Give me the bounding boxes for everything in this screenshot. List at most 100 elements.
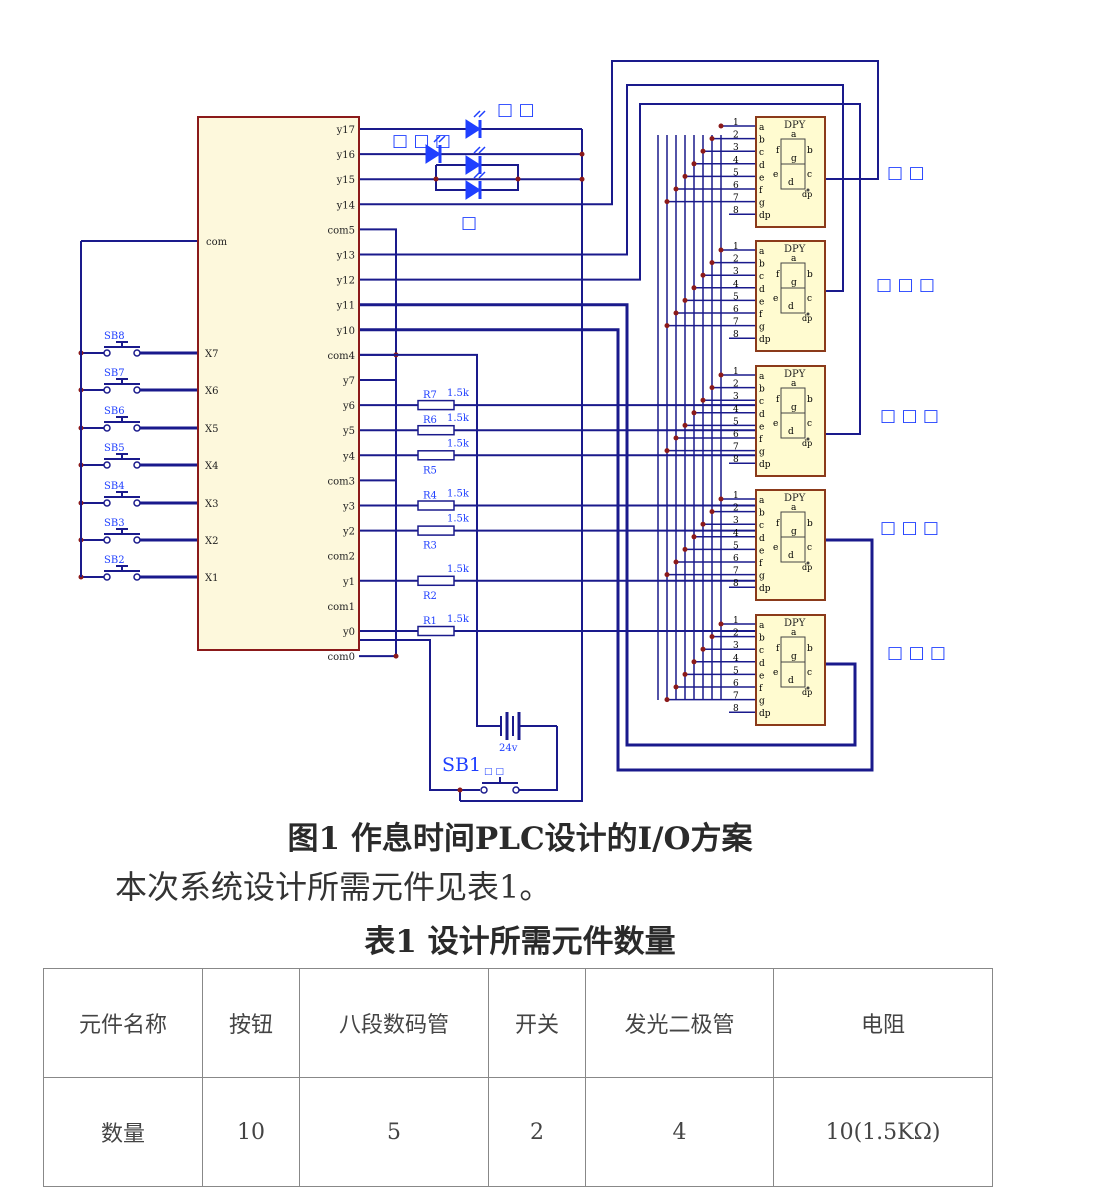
pin-letter: c xyxy=(759,521,764,531)
segment-label: b xyxy=(807,270,813,280)
wire xyxy=(359,84,844,292)
junction-dot xyxy=(691,659,697,665)
junction-dot xyxy=(664,448,670,454)
segment-label: c xyxy=(807,543,812,553)
plc-output-label: y12 xyxy=(336,276,355,287)
parts-table: 元件名称 按钮 八段数码管 开关 发光二极管 电阻 数量 10 5 2 4 10… xyxy=(43,968,993,1187)
plc-input-label: X2 xyxy=(205,536,218,547)
resistor-value: 1.5k xyxy=(447,388,470,399)
segment-label: dp xyxy=(802,314,812,323)
junction-dot xyxy=(673,435,679,441)
pin-letter: a xyxy=(759,496,765,506)
pin-letter: c xyxy=(759,646,764,656)
junction-dot xyxy=(515,176,521,182)
junction-dot xyxy=(673,310,679,316)
segment-label: f xyxy=(776,644,780,654)
display-dp xyxy=(806,686,810,690)
segment-label: dp xyxy=(802,563,812,572)
junction-dot xyxy=(664,199,670,205)
battery-24v: 24v xyxy=(480,712,557,754)
table-cell: 电阻 xyxy=(773,968,993,1078)
led-ray xyxy=(473,110,481,118)
pin-number: 3 xyxy=(733,641,739,651)
pin-number: 7 xyxy=(733,318,739,328)
junction-dot xyxy=(700,397,706,403)
pin-number: 1 xyxy=(733,242,739,252)
junction-dot xyxy=(691,534,697,540)
plc-output-label: y3 xyxy=(342,502,355,513)
table-cell: 数量 xyxy=(43,1077,203,1187)
display-body xyxy=(755,240,826,352)
pin-letter: g xyxy=(759,697,765,707)
button-contact xyxy=(103,573,111,581)
resistor xyxy=(417,450,455,461)
button-contact xyxy=(103,424,111,432)
junction-dot xyxy=(709,509,715,515)
segment-label: e xyxy=(773,543,778,553)
display-body xyxy=(755,116,826,228)
pin-letter: d xyxy=(759,285,765,295)
resistor-name: R2 xyxy=(423,591,437,602)
display-labels: □ □□ □ □□ □ □□ □ □□ □ □ xyxy=(876,163,946,663)
wire xyxy=(359,228,397,356)
pin-number: 6 xyxy=(733,305,739,315)
pin-number: 2 xyxy=(733,255,739,265)
segment-label: e xyxy=(773,668,778,678)
display-label: □ □ □ xyxy=(880,518,939,538)
pin-number: 1 xyxy=(733,367,739,377)
pin-letter: e xyxy=(759,173,764,183)
plc-output-label: y0 xyxy=(342,627,355,638)
pin-number: 8 xyxy=(733,704,739,714)
pin-number: 4 xyxy=(733,156,739,166)
wire xyxy=(359,354,397,482)
segment-label: e xyxy=(773,170,778,180)
segment-label: a xyxy=(791,379,797,389)
junction-dot xyxy=(579,176,585,182)
table-cell: 发光二极管 xyxy=(585,968,774,1078)
plc-output-label: y1 xyxy=(342,577,355,588)
pin-number: 4 xyxy=(733,280,739,290)
table-cell: 2 xyxy=(488,1077,586,1187)
button-label: SB8 xyxy=(104,331,125,342)
plc-input-label: X6 xyxy=(205,386,218,397)
table-cell: 4 xyxy=(585,1077,774,1187)
led-ray xyxy=(433,135,441,143)
resistor xyxy=(417,500,455,511)
junction-dot xyxy=(579,151,585,157)
table-cell: 10 xyxy=(202,1077,300,1187)
pin-letter: d xyxy=(759,534,765,544)
plc-output-label: com3 xyxy=(328,476,355,487)
button-contact xyxy=(103,499,111,507)
button-label: SB5 xyxy=(104,443,125,454)
resistor-value: 1.5k xyxy=(447,614,470,625)
pin-number: 6 xyxy=(733,181,739,191)
pin-number: 1 xyxy=(733,616,739,626)
display-dp xyxy=(806,561,810,565)
resistor-value: 1.5k xyxy=(447,489,470,500)
segment-label: dp xyxy=(802,688,812,697)
segment-label: g xyxy=(791,154,797,164)
led-ray xyxy=(473,171,481,179)
junction-dot xyxy=(709,385,715,391)
display-title: DPY xyxy=(784,618,806,629)
plc-output-label: y15 xyxy=(336,175,355,186)
wire xyxy=(359,639,480,791)
resistor xyxy=(417,525,455,536)
button-label: SB3 xyxy=(104,518,125,529)
pin-letter: f xyxy=(759,186,763,196)
segment-label: g xyxy=(791,527,797,537)
led-ray xyxy=(438,135,446,143)
plc-output-label: y11 xyxy=(336,301,355,312)
pin-letter: g xyxy=(759,448,765,458)
pin-letter: e xyxy=(759,422,764,432)
junction-dot xyxy=(393,653,399,659)
button-contact xyxy=(103,461,111,469)
pin-letter: a xyxy=(759,621,765,631)
led-diode xyxy=(465,155,481,175)
junction-dot xyxy=(682,422,688,428)
junction-dot xyxy=(673,559,679,565)
plc-block xyxy=(197,116,360,651)
pin-number: 8 xyxy=(733,579,739,589)
junction-dot xyxy=(718,621,724,627)
pin-letter: g xyxy=(759,572,765,582)
